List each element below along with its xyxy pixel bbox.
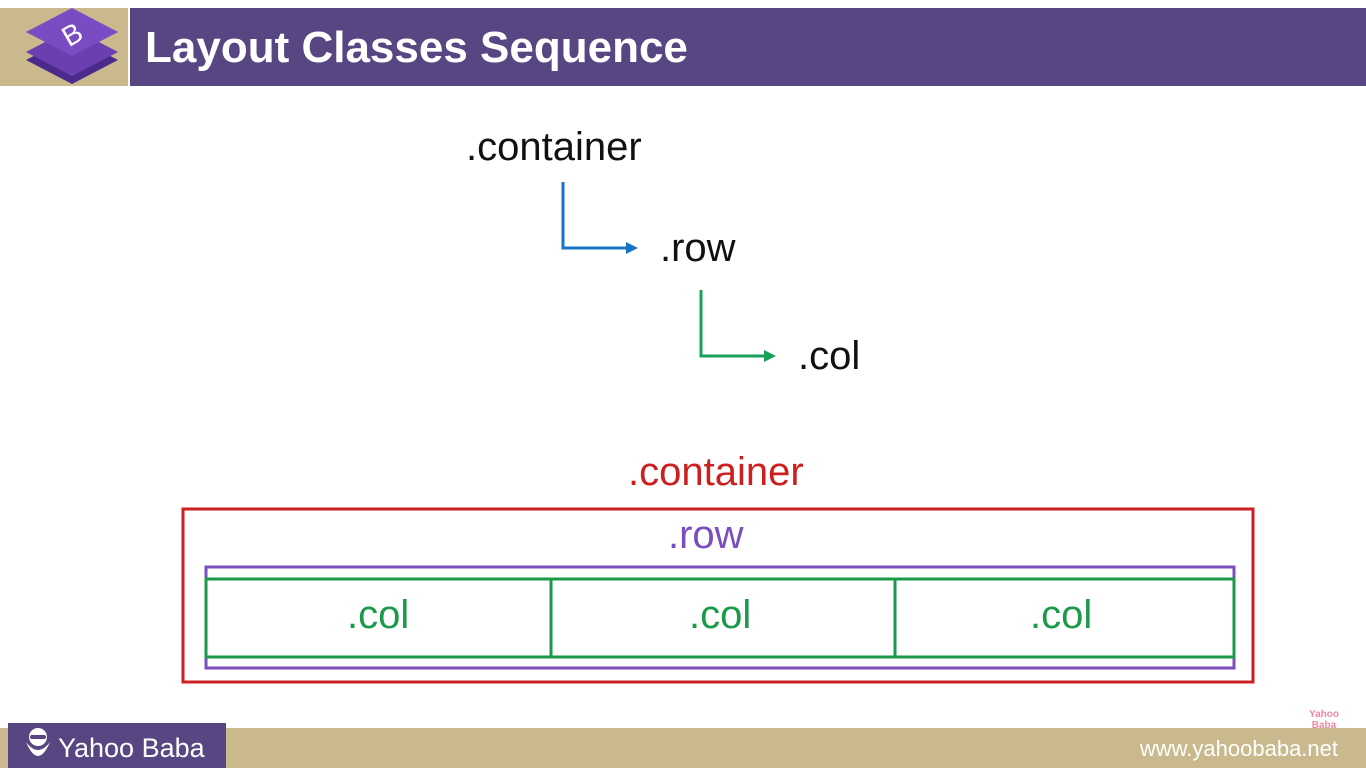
arrow-container-to-row bbox=[561, 182, 638, 254]
hierarchy-col-label: .col bbox=[798, 334, 861, 378]
col-box bbox=[893, 577, 1236, 659]
header: B Layout Classes Sequence bbox=[0, 0, 1366, 90]
box-col-label: .col bbox=[689, 593, 752, 637]
footer-bar bbox=[0, 728, 1366, 768]
watermark-line2: Baba bbox=[1311, 720, 1337, 731]
box-container-label: .container bbox=[628, 450, 804, 494]
bearded-man-icon bbox=[26, 728, 50, 756]
box-row-label: .row bbox=[668, 513, 744, 557]
box-col-label: .col bbox=[1030, 593, 1093, 637]
watermark-logo: Yahoo Baba bbox=[1304, 709, 1344, 731]
title-bar bbox=[130, 8, 1366, 86]
container-box bbox=[181, 507, 1255, 684]
footer-url: www.yahoobaba.net bbox=[1139, 736, 1338, 761]
hierarchy-container-label: .container bbox=[466, 125, 642, 169]
watermark-line1: Yahoo bbox=[1308, 709, 1339, 720]
footer-brand-name: Yahoo Baba bbox=[58, 733, 205, 763]
page-title: Layout Classes Sequence bbox=[145, 23, 688, 72]
logo-area: B bbox=[0, 8, 128, 86]
arrow-row-to-col bbox=[699, 290, 776, 362]
box-col-label: .col bbox=[347, 593, 410, 637]
footer-brand bbox=[8, 723, 226, 768]
bootstrap-logo-icon: B bbox=[26, 8, 118, 84]
hierarchy-row-label: .row bbox=[660, 226, 736, 270]
